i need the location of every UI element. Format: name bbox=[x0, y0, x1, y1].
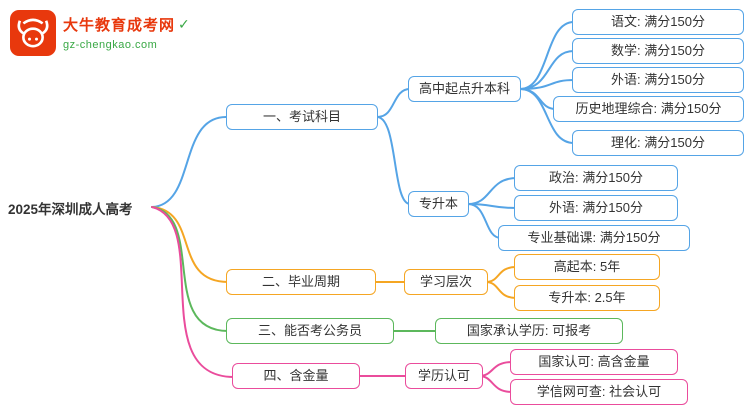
site-name: 大牛教育成考网 bbox=[63, 17, 176, 34]
leaf-physics-chemistry-score: 理化: 满分150分 bbox=[572, 130, 744, 156]
logo-text: 大牛教育成考网 ✓ gz-chengkao.com bbox=[63, 10, 190, 51]
connector bbox=[478, 361, 513, 377]
leaf-highstart-bachelor-years: 高起本: 5年 bbox=[514, 254, 660, 280]
node-degree-recognition: 学历认可 bbox=[405, 363, 483, 389]
leaf-state-recognized-eligible: 国家承认学历: 可报考 bbox=[435, 318, 623, 344]
leaf-chsi-verifiable: 学信网可查: 社会认可 bbox=[510, 379, 688, 405]
leaf-major-basics-score: 专业基础课: 满分150分 bbox=[498, 225, 690, 251]
node-study-level: 学习层次 bbox=[404, 269, 488, 295]
root-node: 2025年深圳成人高考 bbox=[8, 202, 133, 217]
connector bbox=[376, 116, 411, 205]
check-icon: ✓ bbox=[178, 16, 190, 32]
node-highschool-to-bachelor: 高中起点升本科 bbox=[408, 76, 522, 102]
connector bbox=[485, 266, 517, 283]
leaf-foreign-language2-score: 外语: 满分150分 bbox=[514, 195, 678, 221]
bull-icon bbox=[10, 10, 56, 56]
leaf-math-score: 数学: 满分150分 bbox=[572, 38, 744, 64]
leaf-chinese-score: 语文: 满分150分 bbox=[572, 9, 744, 35]
node-college-to-bachelor: 专升本 bbox=[408, 191, 470, 217]
branch-exam-subjects: 一、考试科目 bbox=[226, 104, 378, 130]
connector bbox=[519, 21, 575, 90]
connector bbox=[467, 177, 518, 205]
connector bbox=[467, 203, 502, 239]
connector bbox=[151, 116, 227, 208]
connector bbox=[376, 88, 411, 118]
branch-graduation-period: 二、毕业周期 bbox=[226, 269, 376, 295]
leaf-college-bachelor-years: 专升本: 2.5年 bbox=[514, 285, 660, 311]
connector bbox=[519, 79, 575, 90]
leaf-state-recognition-value: 国家认可: 高含金量 bbox=[510, 349, 678, 375]
connector bbox=[151, 206, 229, 283]
connector bbox=[485, 281, 517, 299]
connector bbox=[478, 375, 513, 393]
connector bbox=[151, 206, 229, 332]
branch-value: 四、含金量 bbox=[232, 363, 360, 389]
logo: 大牛教育成考网 ✓ gz-chengkao.com bbox=[10, 10, 190, 56]
leaf-politics-score: 政治: 满分150分 bbox=[514, 165, 678, 191]
branch-civil-service: 三、能否考公务员 bbox=[226, 318, 394, 344]
site-url: gz-chengkao.com bbox=[63, 39, 158, 51]
leaf-history-geography-score: 历史地理综合: 满分150分 bbox=[553, 96, 744, 122]
connector bbox=[151, 206, 235, 378]
connector bbox=[519, 88, 575, 144]
leaf-foreign-language-score: 外语: 满分150分 bbox=[572, 67, 744, 93]
